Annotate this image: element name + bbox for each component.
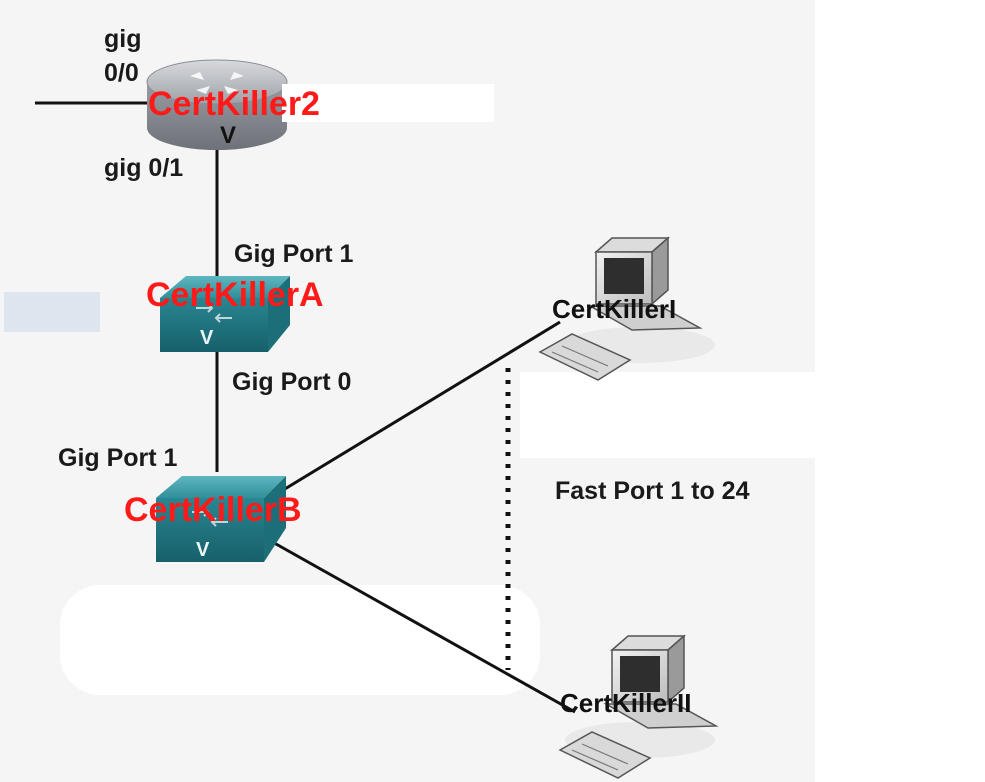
switch-a-v-mark: V: [200, 327, 214, 349]
host-1-computer-icon: [538, 236, 715, 381]
switch-b-name: CertKillerB: [124, 491, 302, 529]
router-v-mark: V: [220, 122, 236, 149]
switch-b-icon: [156, 476, 286, 562]
router-port-gig00-line2: 0/0: [104, 59, 139, 87]
switch-b-v-mark: V: [196, 539, 210, 561]
router-name: CertKiller2: [148, 85, 320, 123]
host-1-name: CertKillerI: [552, 294, 676, 324]
switch-a-name: CertKillerA: [146, 276, 324, 314]
background-patch: [60, 585, 540, 695]
link-switch-b-host-1: [269, 320, 561, 500]
router-port-gig01: gig 0/1: [104, 154, 183, 182]
background-patch: [4, 292, 100, 332]
switch-a-icon: [160, 276, 290, 352]
background-patch: [520, 372, 985, 458]
router-icon: [146, 59, 288, 150]
switch-b-port-top: Gig Port 1: [58, 444, 178, 472]
link-switch-b-host-2: [259, 533, 576, 714]
access-port-range-label: Fast Port 1 to 24: [555, 477, 750, 505]
router-port-gig00-line1: gig: [104, 25, 142, 53]
background-patch: [815, 600, 985, 782]
host-2-computer-icon: [558, 634, 719, 779]
switch-a-port-bottom: Gig Port 0: [232, 368, 351, 396]
switch-a-port-top: Gig Port 1: [234, 240, 354, 268]
label-backdrop: [282, 84, 494, 122]
host-2-name: CertKillerII: [560, 688, 692, 718]
